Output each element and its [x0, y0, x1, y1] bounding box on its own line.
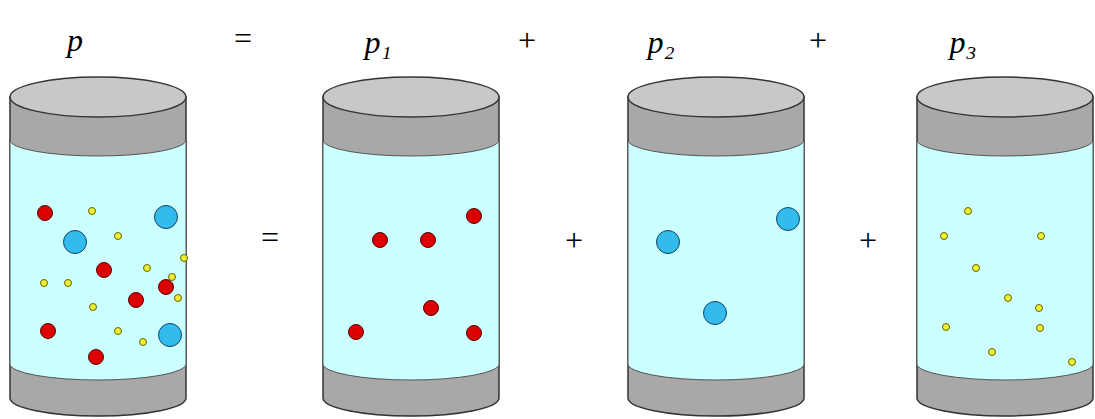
molecule [89, 350, 104, 365]
molecule [1037, 325, 1044, 332]
molecule [41, 324, 56, 339]
molecule [155, 206, 178, 229]
molecule [89, 208, 96, 215]
molecule [424, 301, 439, 316]
pressure-symbol: p₃ [949, 26, 976, 58]
molecule [65, 280, 72, 287]
molecule [159, 324, 182, 347]
molecule [989, 349, 996, 356]
molecule [349, 325, 364, 340]
molecule [144, 265, 151, 272]
pressure-symbol: p₁ [364, 26, 391, 58]
cylinder [10, 77, 186, 416]
molecule [467, 326, 482, 341]
molecule [181, 255, 188, 262]
operator-sign: = [234, 22, 252, 54]
operator-sign: + [565, 224, 583, 256]
molecule [169, 274, 176, 281]
operator-sign: + [859, 224, 877, 256]
molecule [129, 293, 144, 308]
molecule [159, 280, 174, 295]
pressure-symbol: p [67, 24, 83, 56]
molecule [467, 209, 482, 224]
molecule [943, 324, 950, 331]
molecule [657, 231, 680, 254]
molecule [90, 304, 97, 311]
molecule [777, 208, 800, 231]
cylinder [323, 77, 499, 416]
molecule [140, 339, 147, 346]
molecule [1038, 233, 1045, 240]
gas-molecules [38, 206, 1076, 366]
molecule [97, 263, 112, 278]
molecule [941, 233, 948, 240]
operator-sign: + [518, 24, 536, 56]
molecule [973, 265, 980, 272]
cylinder [628, 77, 804, 416]
molecule [704, 302, 727, 325]
cylinder [917, 77, 1093, 416]
molecule [373, 233, 388, 248]
pressure-symbol: p₂ [647, 26, 674, 58]
molecule [1005, 295, 1012, 302]
molecule [115, 233, 122, 240]
molecule [175, 295, 182, 302]
molecule [1036, 305, 1043, 312]
molecule [41, 280, 48, 287]
operator-sign: = [261, 221, 279, 253]
molecule [38, 206, 53, 221]
molecule [115, 328, 122, 335]
molecule [965, 208, 972, 215]
molecule [421, 233, 436, 248]
operator-sign: + [809, 24, 827, 56]
molecule [64, 231, 87, 254]
molecule [1069, 359, 1076, 366]
